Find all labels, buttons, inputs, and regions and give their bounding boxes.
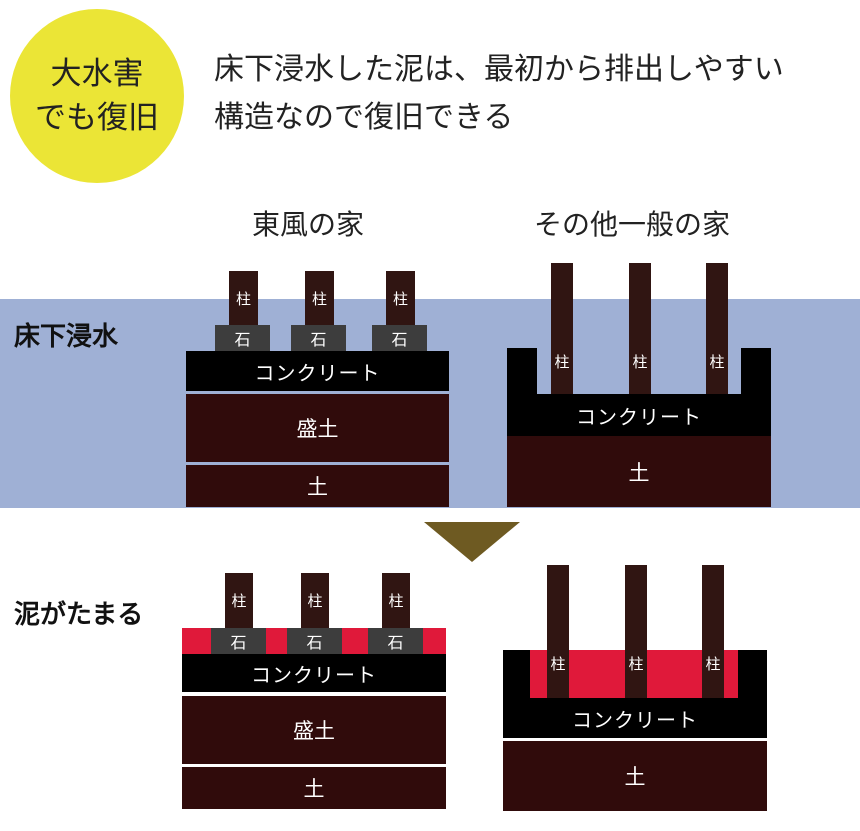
concrete-slab: コンクリート: [186, 351, 449, 391]
row-label-mud: 泥がたまる: [14, 600, 144, 630]
pillar: 柱: [702, 565, 724, 698]
disaster-recovery-badge: 大水害 でも復旧: [10, 9, 184, 183]
soil-layer: 土: [503, 741, 767, 811]
column-title-general-house: その他一般の家: [534, 208, 731, 241]
badge-line-1: 大水害: [50, 56, 144, 92]
pillar: 柱: [547, 565, 569, 698]
foundation-stone: 石: [368, 628, 423, 654]
foundation-stone: 石: [215, 325, 270, 351]
row-label-flood: 床下浸水: [14, 322, 119, 352]
pillar: 柱: [229, 271, 258, 325]
foundation-stone: 石: [211, 628, 266, 654]
pillar: 柱: [551, 263, 573, 394]
foundation-wall-left: [507, 348, 537, 398]
pillar: 柱: [625, 565, 647, 698]
concrete-slab: コンクリート: [182, 654, 446, 692]
foundation-stone: 石: [291, 325, 346, 351]
soil-layer: 土: [186, 465, 449, 507]
down-arrow-icon: [424, 522, 520, 562]
soil-layer: 土: [182, 767, 446, 809]
pillar: 柱: [305, 271, 334, 325]
pillar: 柱: [629, 263, 651, 394]
pillar: 柱: [225, 573, 253, 628]
pillar: 柱: [382, 573, 410, 628]
foundation-stone: 石: [372, 325, 427, 351]
pillar: 柱: [706, 263, 728, 394]
pillar: 柱: [386, 271, 415, 325]
concrete-slab: コンクリート: [507, 394, 771, 436]
headline-line-1: 床下浸水した泥は、最初から排出しやすい: [214, 52, 784, 87]
foundation-wall-right: [741, 348, 771, 398]
badge-line-2: でも復旧: [35, 100, 159, 136]
soil-layer: 土: [507, 436, 771, 507]
embankment-layer: 盛土: [186, 394, 449, 462]
column-title-tofu-house: 東風の家: [252, 208, 365, 241]
headline-line-2: 構造なので復旧できる: [214, 100, 514, 135]
embankment-layer: 盛土: [182, 696, 446, 764]
concrete-slab: コンクリート: [503, 698, 767, 738]
foundation-stone: 石: [287, 628, 342, 654]
headline: 床下浸水した泥は、最初から排出しやすい 構造なので復旧できる: [214, 46, 854, 142]
pillar: 柱: [301, 573, 329, 628]
